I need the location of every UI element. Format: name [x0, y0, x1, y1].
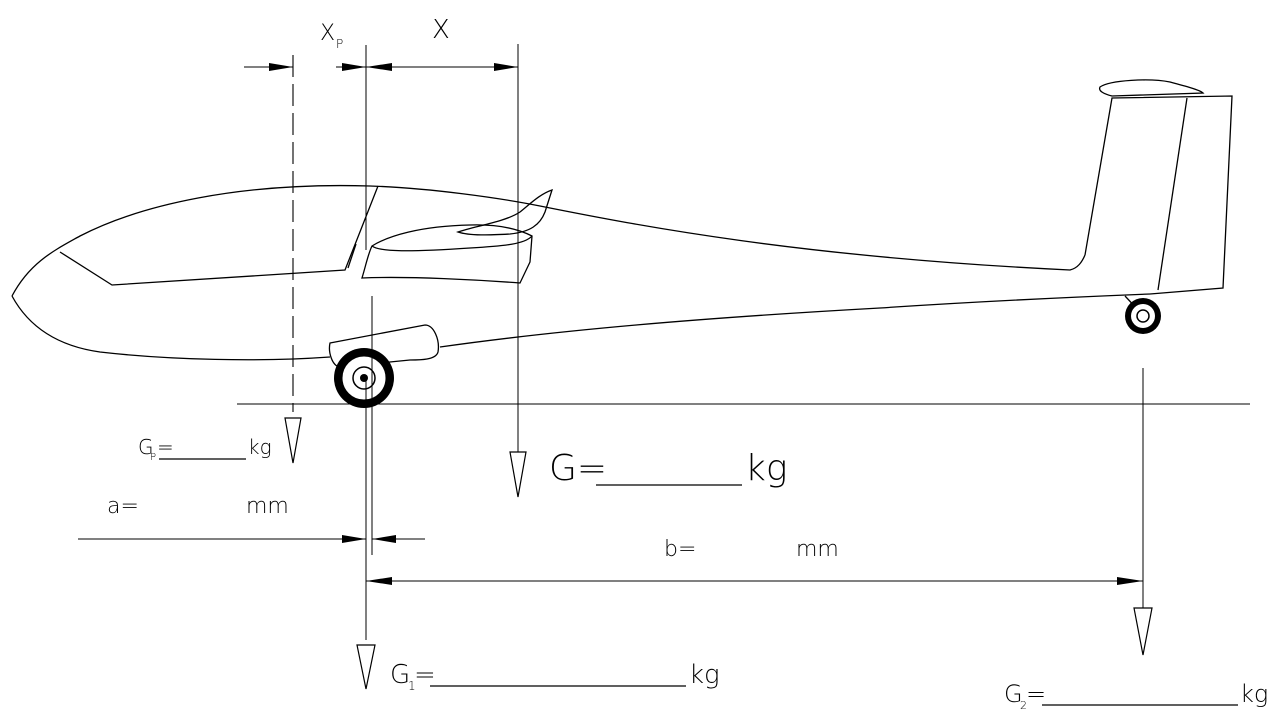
a-unit: mm — [246, 494, 289, 519]
glider-outline — [11, 79, 1233, 408]
g1-unit: kg — [689, 660, 720, 690]
x-arrowhead-right — [494, 63, 518, 71]
a-arrowhead-right — [372, 535, 396, 543]
xp-arrowhead-right — [342, 63, 366, 71]
gp-label: G — [138, 435, 154, 459]
a-arrowhead-left — [342, 535, 366, 543]
main-gear-pod — [328, 324, 440, 368]
fuselage-upper-line — [11, 184, 1086, 297]
g2-equals: = — [1026, 680, 1046, 708]
g-unit: kg — [745, 448, 787, 489]
xp-label: X — [320, 21, 335, 46]
b-arrowhead-right — [1117, 577, 1143, 585]
g1-subscript: 1 — [408, 679, 416, 693]
xp-arrowhead-left — [269, 63, 293, 71]
g1-force-arrow — [356, 644, 376, 690]
rudder-hinge-line — [1157, 97, 1188, 291]
g2-label: G — [1004, 680, 1023, 708]
fuselage-lower-line — [11, 293, 1151, 361]
xp-subscript: P — [336, 37, 343, 51]
b-unit: mm — [796, 537, 839, 562]
canopy — [59, 185, 379, 286]
wing-airfoil — [455, 188, 554, 236]
gp-unit: kg — [248, 435, 272, 459]
main-wheel-axle — [360, 374, 368, 382]
a-label: a= — [107, 494, 139, 519]
wing-root-fairing — [361, 224, 533, 284]
b-arrowhead-left — [366, 577, 392, 585]
g2-subscript: 2 — [1020, 699, 1027, 711]
g1-equals: = — [414, 660, 436, 690]
x-label: X — [432, 15, 450, 45]
g1-label: G — [390, 660, 410, 690]
g2-force-arrow — [1133, 607, 1153, 656]
g2-unit: kg — [1240, 680, 1268, 708]
horizontal-stabilizer — [1098, 79, 1205, 97]
g-force-arrow — [509, 451, 527, 498]
gp-force-arrow — [284, 417, 302, 464]
canopy-frame — [347, 243, 357, 269]
vertical-stabilizer — [1084, 95, 1233, 295]
x-arrowhead-left — [366, 63, 392, 71]
gp-subscript: P — [150, 452, 156, 463]
tail-wheel-hub — [1136, 309, 1150, 323]
b-label: b= — [664, 537, 696, 562]
wing-root-inner — [371, 235, 533, 252]
gp-equals: = — [157, 435, 174, 459]
g-label: G= — [549, 448, 607, 489]
